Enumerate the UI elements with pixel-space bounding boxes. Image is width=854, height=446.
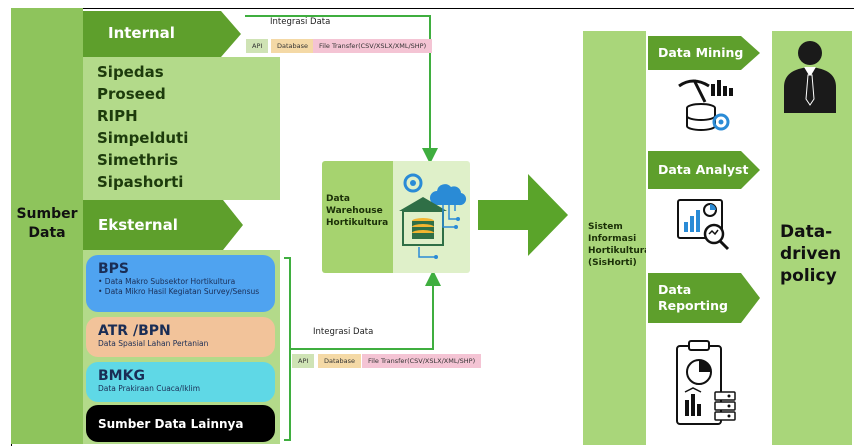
source-detail: • Data Mikro Hasil Kegiatan Survey/Sensu… [98,287,260,296]
source-name: BMKG [98,368,145,384]
output-tab-data-analyst [648,151,760,189]
list-item: Simethris [97,151,179,169]
warehouse-cloud-icon [399,173,467,259]
list-item: Sipashorti [97,173,184,191]
integration-top-label: Integrasi Data [270,17,331,27]
integration-top-tag-api: API [246,39,269,53]
source-card-bps: BPS • Data Makro Subsektor Hortikultura … [86,255,275,312]
data-warehouse-label: Data Warehouse Hortikultura [326,194,389,228]
integration-top-tag-database: Database [271,39,315,53]
data-warehouse-box: Data Warehouse Hortikultura [322,161,470,273]
output-label-data-mining: Data Mining [658,45,744,60]
source-detail: Data Spasial Lahan Pertanian [98,339,209,348]
analyst-icon [677,199,730,251]
source-name: BPS [98,261,130,277]
output-tab-data-mining [648,36,760,70]
integration-bottom-tag-database: Database [318,354,362,368]
sistem-informasi-column: Sistem Informasi Hortikultura (SisHorti) [583,31,651,445]
eksternal-label: Eksternal [98,216,178,234]
integration-bottom-tag-file-transfer: File Transfer(CSV/XSLX/XML/SHP) [362,354,482,368]
output-tab-data-reporting [648,273,760,323]
integration-top-tag-file-transfer: File Transfer(CSV/XSLX/XML/SHP) [313,39,433,53]
integration-bottom-label: Integrasi Data [313,327,374,337]
output-label-data-analyst: Data Analyst [658,162,749,177]
mining-icon [678,79,733,131]
list-item: Proseed [97,85,166,103]
sistem-informasi-label: Sistem Informasi Hortikultura (SisHorti) [588,222,651,268]
businessman-icon [784,41,836,113]
list-item: Simpelduti [97,129,189,147]
internal-list: Sipedas Proseed RIPH Simpelduti Simethri… [83,57,280,200]
source-name: Sumber Data Lainnya [98,416,244,431]
policy-label: Data-driven policy [780,222,842,286]
internal-label: Internal [108,24,175,42]
source-card-bmkg: BMKG Data Prakiraan Cuaca/Iklim [86,362,275,402]
eksternal-band [83,200,243,250]
source-detail: Data Prakiraan Cuaca/Iklim [98,384,201,393]
internal-band [83,11,241,57]
source-name: ATR /BPN [98,323,171,339]
source-card-lainnya: Sumber Data Lainnya [86,405,275,442]
sumber-data-label: Sumber Data [16,206,78,241]
source-detail: • Data Makro Subsektor Hortikultura [98,277,236,286]
output-label-data-reporting: Data Reporting [658,282,728,313]
data-warehouse-label-panel: Data Warehouse Hortikultura [322,161,393,273]
policy-column: Data-driven policy [772,31,852,445]
integration-bottom-tag-api: API [292,354,315,368]
source-card-atr-bpn: ATR /BPN Data Spasial Lahan Pertanian [86,317,275,357]
list-item: Sipedas [97,63,164,81]
sumber-data-column: Sumber Data [11,8,83,444]
list-item: RIPH [97,107,138,125]
data-warehouse-icon-panel [393,161,470,273]
reporting-icon [676,340,736,425]
